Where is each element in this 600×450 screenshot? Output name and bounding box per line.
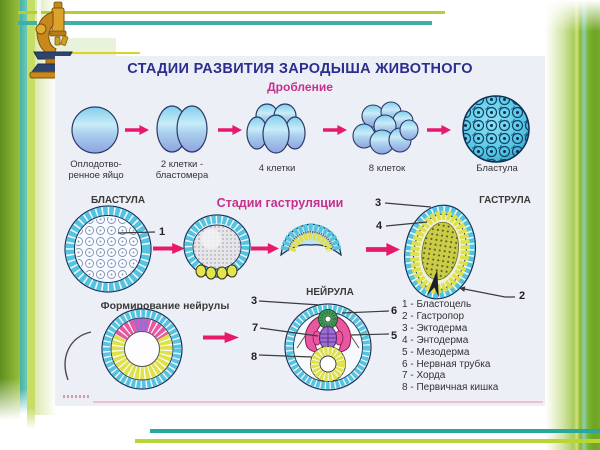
legend-item: 1 - Бластоцель [402,299,472,310]
stage-caption: 8 клеток [345,163,429,175]
stage-caption: Оплодотво- ренное яйцо [55,159,137,181]
slide-canvas: СТАДИИ РАЗВИТИЯ ЗАРОДЫША ЖИВОТНОГО Дробл… [55,56,545,406]
legend-item: 6 - Нервная трубка [402,358,491,370]
gastrula-label: ГАСТРУЛА [479,195,531,206]
cleavage-arrow-3 [323,125,347,135]
blastula-sphere-figure [462,95,530,163]
fertilized-egg-figure [71,106,119,154]
callout-primary-gut: 8 [251,351,258,363]
caption-line: 8 клеток [368,163,406,174]
stage-caption: Бластула [455,163,539,175]
cleavage-arrow-1 [125,125,149,135]
blastula-section-figure [64,205,152,293]
four-cell-figure [246,103,306,154]
frame-top-white-stripe [37,0,41,28]
legend-item: 7 - Хорда [402,370,446,382]
callout-mesoderm: 5 [391,330,398,342]
neurulation-arrow [203,332,239,343]
caption-line: 2 клетки - [160,159,204,170]
eight-cell-figure [352,101,419,155]
slide-bottom-edge-line [93,401,543,403]
legend-item: 2 - Гастропор [402,310,465,322]
mid-gastrula-figure [280,223,342,257]
neurula-figure [284,303,372,391]
slide-title: СТАДИИ РАЗВИТИЯ ЗАРОДЫША ЖИВОТНОГО [127,61,473,77]
legend-item: 4 - Энтодерма [402,334,469,346]
callout-neural-tube: 6 [391,305,398,317]
frame-right-green-bar [545,0,600,450]
frame-short-yellow-line [58,52,140,54]
caption-line: ренное яйцо [68,169,124,181]
gastrulation-heading: Стадии гаструляции [216,196,344,210]
stage-caption: 2 клетки - бластомера [141,159,223,181]
legend: 1 - Бластоцель 2 - Гастропор 3 - Эктодер… [402,299,542,394]
gastrulation-arrow-2 [251,243,279,254]
caption-line: Бластула [476,163,518,174]
legend-item: 3 - Эктодерма [402,322,468,334]
callout-chord: 7 [252,322,259,334]
microscope-icon [29,1,77,79]
frame-left-fade [35,0,56,415]
early-neurula-figure [101,308,183,390]
scan-marks [63,395,91,398]
caption-line: Оплодотво- [70,159,122,170]
callout-endoderm-gastrula: 4 [376,220,383,232]
frame-bottom-teal-line [150,429,600,433]
cleavage-arrow-4 [427,125,451,135]
early-gastrula-figure [183,214,251,280]
frame-top-teal-line [18,21,432,25]
callout-gastropore: 2 [519,290,526,302]
caption-line: бластомера [155,169,209,181]
legend-item: 5 - Мезодерма [402,346,470,358]
caption-line: 4 клетки [258,163,296,174]
two-cell-figure [156,105,208,153]
cleavage-arrow-2 [218,125,242,135]
frame-top-lime-line [18,11,445,14]
frame-left-lime-stripe [27,0,35,429]
scan-curve-artifact [64,331,92,381]
cleavage-heading: Дробление [267,80,333,94]
callout-blastocoel: 1 [159,226,166,238]
blastula-label: БЛАСТУЛА [90,195,146,206]
neurula-label: НЕЙРУЛА [306,287,354,298]
stage-caption: 4 клетки [235,163,319,175]
frame-left-green-bar [0,0,20,420]
callout-ectoderm-neurula: 3 [251,295,258,307]
frame-bottom-lime-line [135,439,600,443]
callout-ectoderm-gastrula: 3 [375,197,382,209]
gastrula-figure [404,204,476,300]
legend-item: 8 - Первичная кишка [402,382,499,394]
frame-left-teal-stripe [20,0,27,414]
